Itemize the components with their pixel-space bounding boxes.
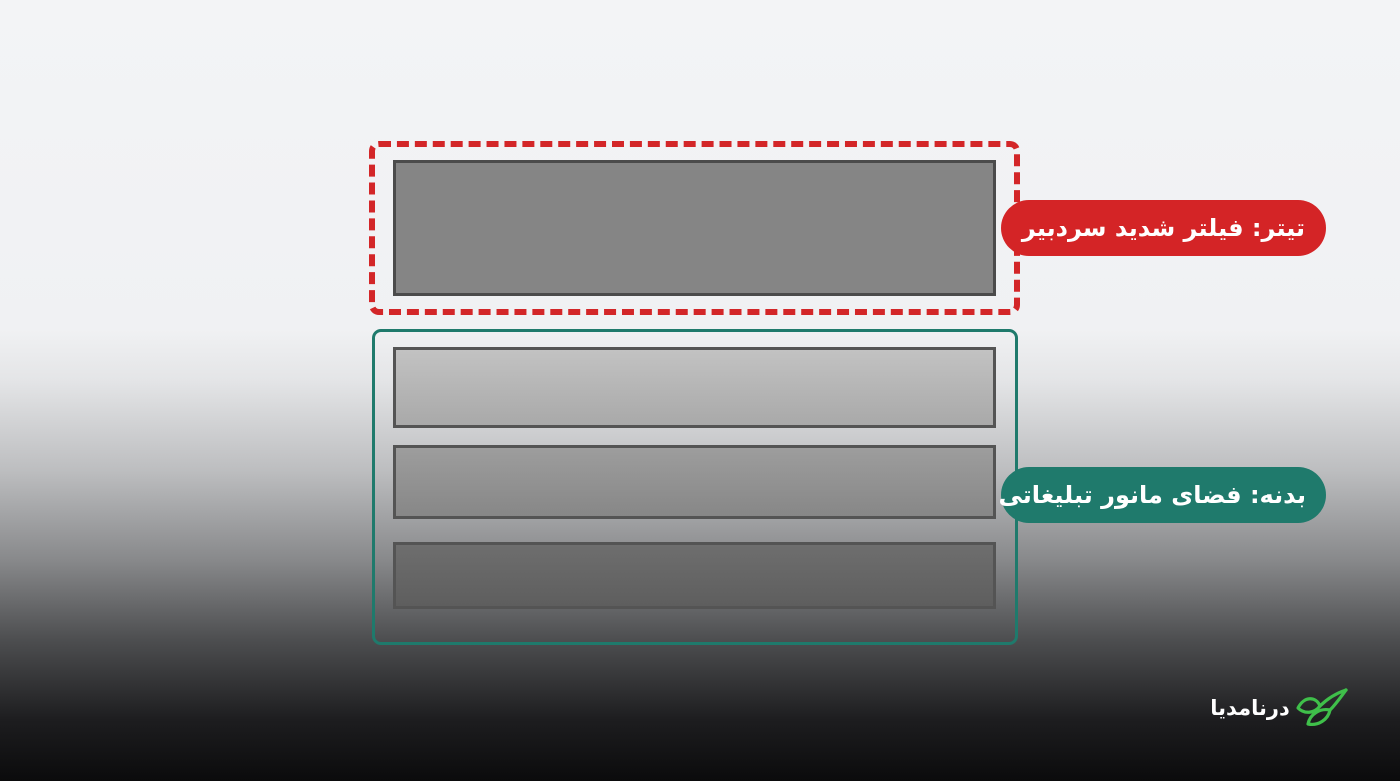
leaf-logo-icon [1296,688,1348,726]
body-placeholder-row [393,445,996,519]
brand-name: درنامدیا [1210,696,1290,720]
title-label: تیتر: فیلتر شدید سردبیر [1001,200,1326,256]
body-placeholder-row [393,347,996,428]
title-placeholder-block [393,160,996,296]
brand-logo: درنامدیا [1208,686,1350,730]
body-placeholder-row [393,542,996,609]
body-label: بدنه: فضای مانور تبلیغاتی [999,467,1326,523]
